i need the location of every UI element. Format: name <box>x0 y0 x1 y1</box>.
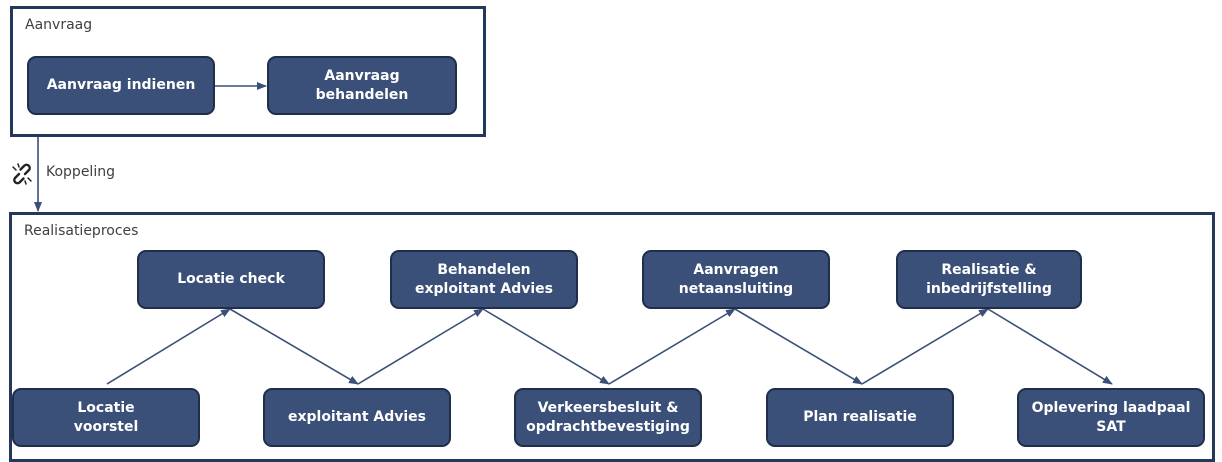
node-aanvraag-indienen: Aanvraag indienen <box>27 56 215 115</box>
realisatieproces-title: Realisatieproces <box>24 223 139 239</box>
link-icon <box>12 163 32 185</box>
node-behandelen-exploitant-advies: Behandelen exploitant Advies <box>390 250 578 309</box>
node-realisatie-inbedrijfstelling: Realisatie & inbedrijfstelling <box>896 250 1082 309</box>
node-locatie-voorstel: Locatie voorstel <box>12 388 200 447</box>
node-verkeersbesluit-opdrachtbevestiging: Verkeersbesluit & opdrachtbevestiging <box>514 388 702 447</box>
node-plan-realisatie: Plan realisatie <box>766 388 954 447</box>
node-locatie-check: Locatie check <box>137 250 325 309</box>
node-exploitant-advies: exploitant Advies <box>263 388 451 447</box>
koppeling-label: Koppeling <box>46 164 115 180</box>
node-aanvraag-behandelen: Aanvraag behandelen <box>267 56 457 115</box>
node-aanvragen-netaansluiting: Aanvragen netaansluiting <box>642 250 830 309</box>
node-oplevering-laadpaal-sat: Oplevering laadpaal SAT <box>1017 388 1205 447</box>
aanvraag-title: Aanvraag <box>25 17 93 33</box>
